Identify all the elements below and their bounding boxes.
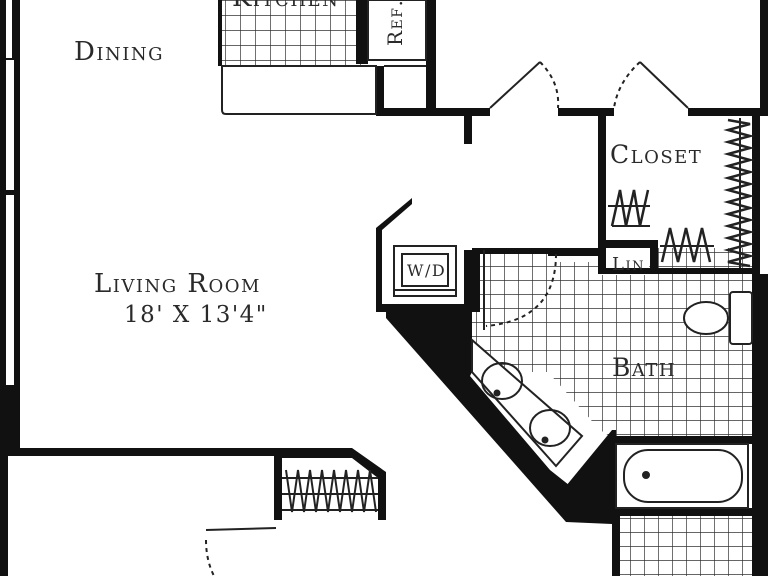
wd-label: W/D	[407, 261, 446, 280]
kitchen-label: Kitchen	[232, 0, 339, 13]
living-room-label: Living Room	[94, 269, 261, 299]
fixtures	[205, 0, 755, 576]
kitchen-tile-floor	[222, 0, 364, 66]
dining-label: Dining	[74, 37, 164, 67]
bath-label: Bath	[612, 353, 676, 382]
closet-label: Closet	[610, 140, 702, 169]
lin-label: Lin	[612, 254, 645, 275]
bath-tile-floor	[472, 248, 768, 576]
living-room-dims: 18' X 13'4"	[124, 302, 268, 328]
room-labels: Kitchen Ref. Dining Closet W/D Lin Livin…	[74, 0, 702, 382]
ref-label: Ref.	[383, 0, 407, 46]
